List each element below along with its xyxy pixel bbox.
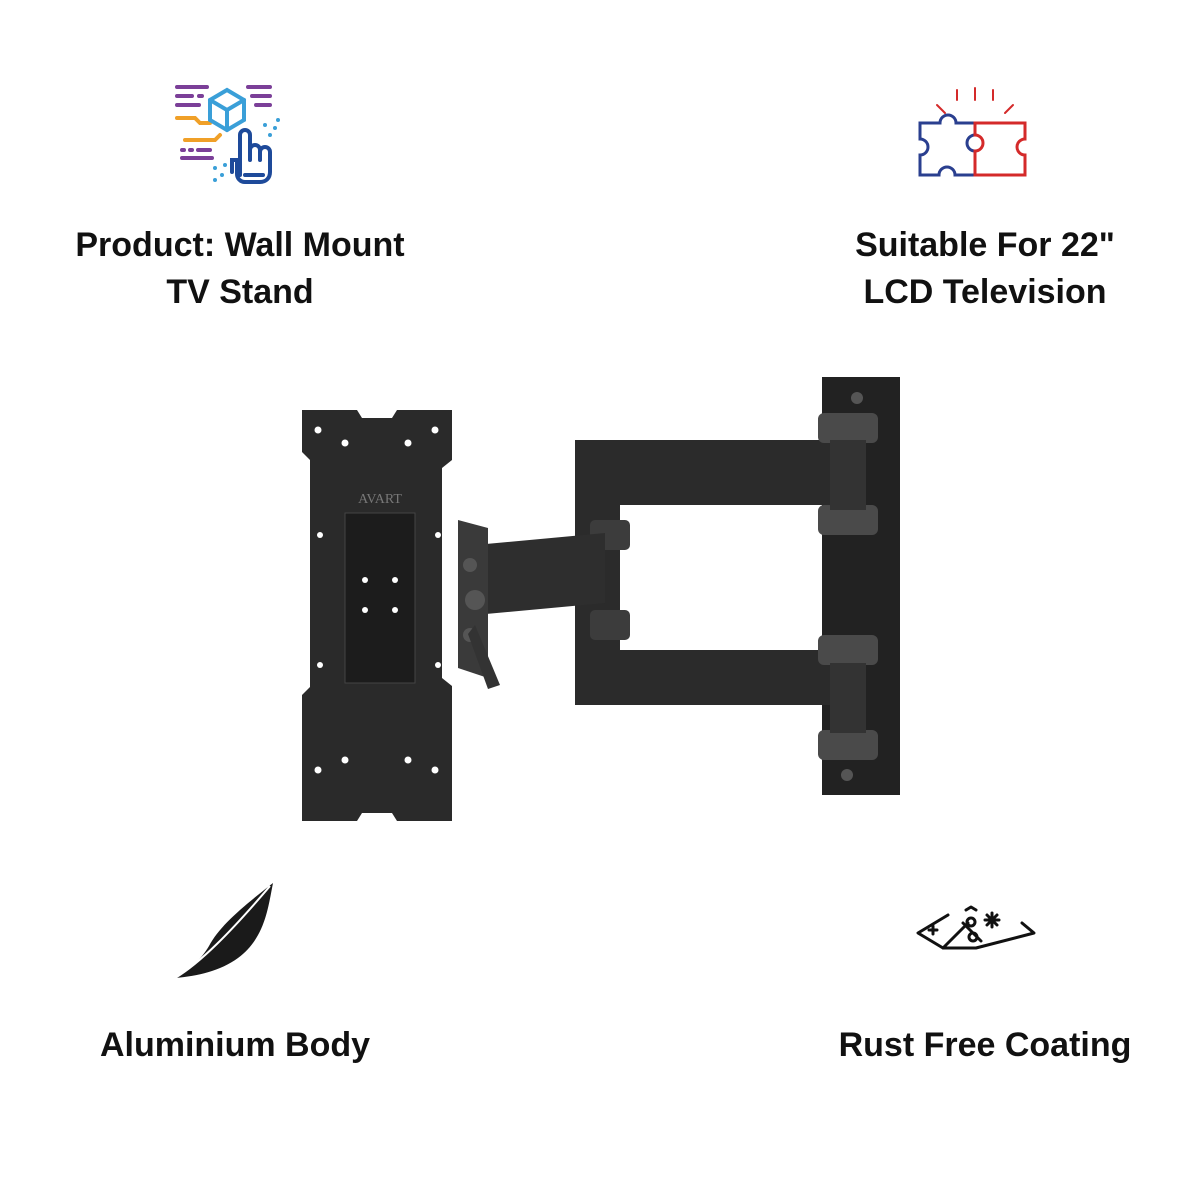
feature-coating-line1: Rust Free Coating xyxy=(838,1026,1132,1064)
clean-surface-icon xyxy=(916,905,1036,950)
swing-arm xyxy=(575,440,830,705)
brand-logo: AVART xyxy=(358,492,402,507)
feather-icon xyxy=(174,883,273,979)
feature-compatibility-line2: LCD Television xyxy=(863,273,1107,311)
feature-product-line1: Product: Wall Mount xyxy=(75,226,405,264)
wall-mount-product-image: AVART xyxy=(302,377,900,821)
feature-compatibility-line1: Suitable For 22" xyxy=(855,226,1115,264)
feature-product-line2: TV Stand xyxy=(166,273,314,311)
feature-coating: Rust Free Coating xyxy=(785,1022,1185,1069)
feature-product: Product: Wall Mount TV Stand xyxy=(40,222,440,316)
product-touch-icon xyxy=(175,85,280,184)
feature-material-line1: Aluminium Body xyxy=(99,1026,371,1064)
feature-material: Aluminium Body xyxy=(35,1022,435,1069)
puzzle-fit-icon xyxy=(918,87,1027,177)
feature-compatibility: Suitable For 22" LCD Television xyxy=(785,222,1185,316)
